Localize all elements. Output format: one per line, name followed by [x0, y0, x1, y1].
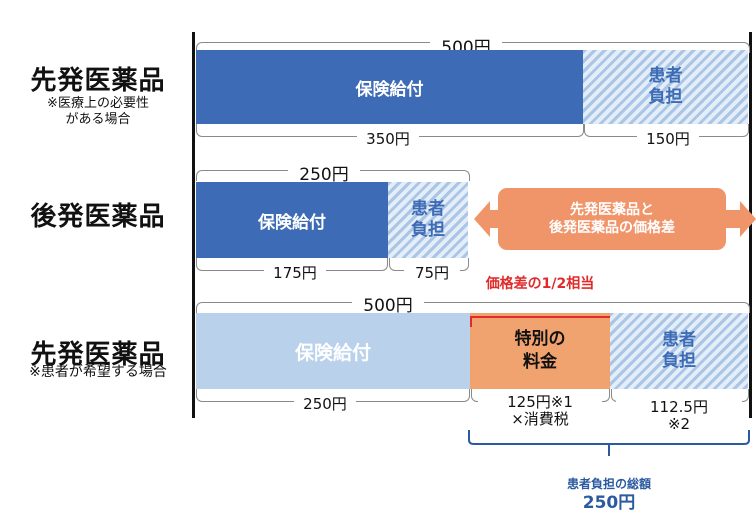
price-difference-line2: 後発医薬品の価格差 — [549, 220, 675, 236]
row3-patient-amount-line2: ※2 — [667, 415, 691, 433]
row2-patient-line2: 負担 — [411, 220, 445, 240]
row2-total-label: 250円 — [288, 160, 360, 185]
row3-patient-line2: 負担 — [662, 351, 696, 371]
row3-title: 先発医薬品 — [30, 340, 166, 370]
row1-note-line2: がある場合 — [65, 112, 131, 127]
row3-special-line1: 特別の — [514, 329, 566, 349]
row3-total-bracket — [196, 302, 750, 313]
row3-patient-amount-line1: 112.5円 — [616, 399, 742, 416]
row3-patient-line1: 患者 — [662, 330, 696, 350]
row1-title: 先発医薬品 — [30, 66, 166, 96]
row3-patient-bar: 患者 負担 — [610, 313, 748, 389]
row1-insurance-amount: 350円 — [357, 128, 419, 149]
row3-note: ※患者が希望する場合 — [29, 364, 167, 380]
price-difference-line1: 先発医薬品と — [570, 202, 654, 218]
half-price-diff-bracket — [470, 316, 612, 327]
row2-insurance-amount: 175円 — [264, 262, 326, 283]
row2-patient-line1: 患者 — [411, 199, 445, 219]
row3-total-label: 500円 — [352, 291, 424, 316]
half-price-diff-label: 価格差の1/2相当 — [485, 276, 595, 292]
row1-patient-line1: 患者 — [648, 66, 683, 86]
row2-insurance-bar: 保険給付 — [196, 182, 388, 258]
row3-special-amount-line1: 125円※1 — [478, 394, 602, 411]
row3-insurance-bar: 保険給付 — [196, 313, 470, 389]
row1-patient-amount: 150円 — [637, 128, 699, 149]
row1-patient-bar: 患者 負担 — [583, 50, 748, 124]
row3-special-fee-bar: 特別の 料金 — [470, 313, 610, 389]
total-burden-value: 250円 — [582, 493, 636, 513]
total-burden-label: 患者負担の総額 — [566, 477, 651, 491]
price-difference-arrow — [474, 188, 756, 250]
total-burden-brace — [468, 430, 750, 456]
row2-title: 後発医薬品 — [30, 202, 166, 232]
row1-insurance-bar: 保険給付 — [196, 50, 583, 124]
row2-patient-amount: 75円 — [404, 262, 460, 283]
left-axis-line — [192, 32, 195, 418]
row3-special-line2: 料金 — [523, 352, 557, 372]
row1-note-line1: ※医療上の必要性 — [47, 96, 149, 111]
row1-patient-line2: 負担 — [648, 87, 683, 107]
row3-insurance-amount: 250円 — [294, 393, 356, 414]
row3-special-amount-line2: ×消費税 — [511, 410, 569, 428]
row2-patient-bar: 患者 負担 — [388, 182, 468, 258]
